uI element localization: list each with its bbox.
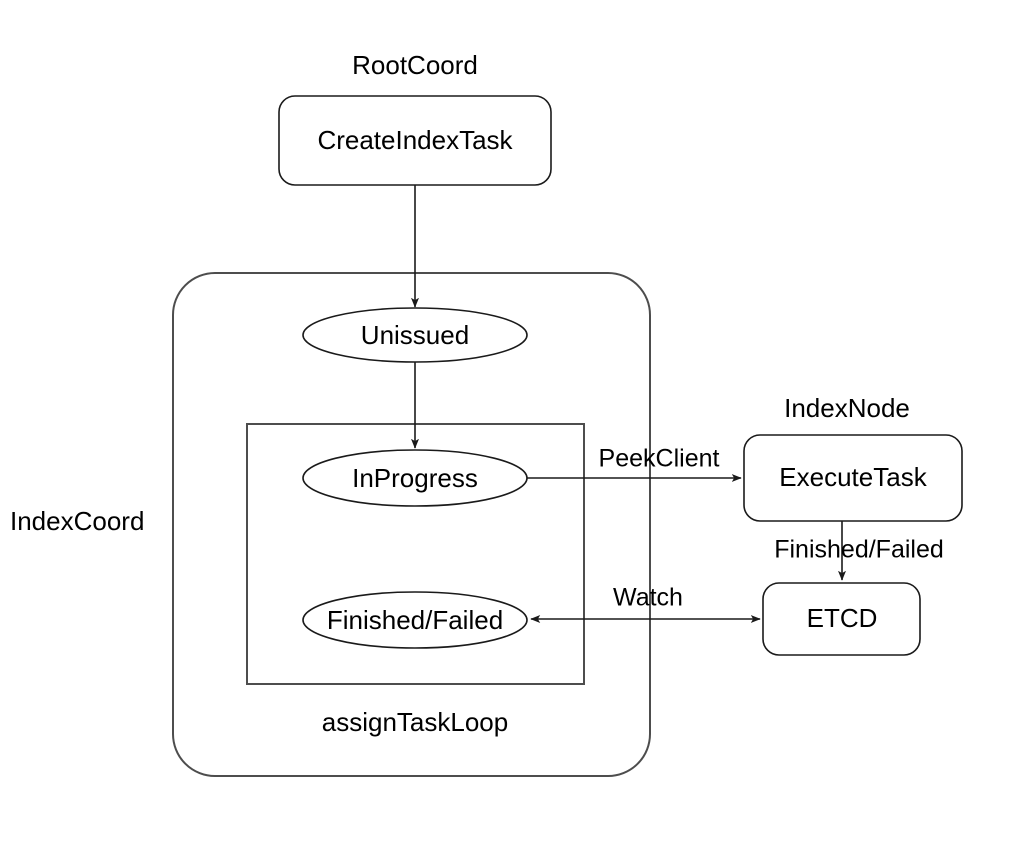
- node-inprogress[interactable]: InProgress: [302, 449, 528, 507]
- edge-label-watch: Watch: [613, 584, 683, 612]
- node-finished-failed-label: Finished/Failed: [327, 605, 503, 635]
- node-create-index-task-shape: [278, 95, 552, 186]
- node-execute-task[interactable]: ExecuteTask: [743, 434, 963, 522]
- node-finished-failed-shape: [302, 591, 528, 649]
- node-unissued-label: Unissued: [361, 320, 469, 350]
- group-indexcoord-label: IndexCoord: [10, 506, 144, 536]
- node-execute-task-shape: [743, 434, 963, 522]
- node-inprogress-label: InProgress: [352, 463, 478, 493]
- node-unissued-shape: [302, 307, 528, 363]
- node-unissued[interactable]: Unissued: [302, 307, 528, 363]
- node-etcd[interactable]: ETCD: [762, 582, 921, 656]
- node-etcd-label: ETCD: [807, 603, 878, 633]
- node-create-index-task[interactable]: CreateIndexTask: [278, 95, 552, 186]
- group-indexnode-label: IndexNode: [784, 393, 910, 423]
- group-assigntaskloop-label: assignTaskLoop: [322, 707, 508, 737]
- node-execute-task-label: ExecuteTask: [779, 462, 927, 492]
- edge-label-peekclient: PeekClient: [599, 445, 720, 473]
- group-indexcoord-boundary: [172, 272, 651, 777]
- node-finished-failed[interactable]: Finished/Failed: [302, 591, 528, 649]
- node-inprogress-shape: [302, 449, 528, 507]
- node-etcd-shape: [762, 582, 921, 656]
- group-rootcoord-label: RootCoord: [352, 50, 478, 80]
- node-create-index-task-label: CreateIndexTask: [317, 125, 513, 155]
- edge-label-finished-failed: Finished/Failed: [774, 536, 944, 564]
